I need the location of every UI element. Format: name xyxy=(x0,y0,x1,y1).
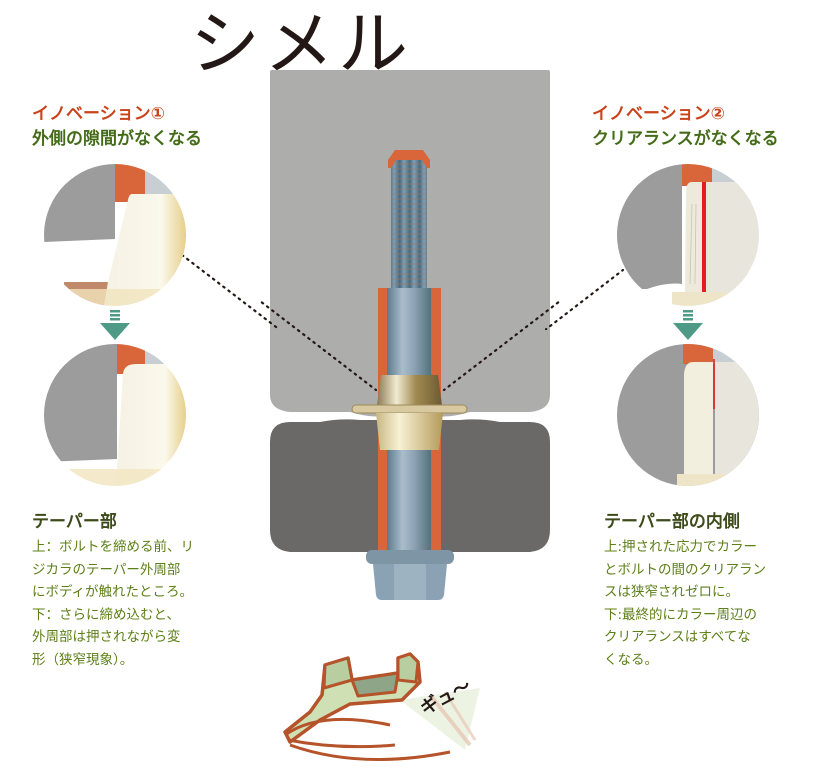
innovation-2-subtitle: クリアランスがなくなる xyxy=(592,129,779,149)
section-right-line: くなる。 xyxy=(604,651,658,668)
section-left-title: テーパー部 xyxy=(32,512,117,532)
callout-line-right-ext xyxy=(545,268,625,330)
callout-line-left xyxy=(260,299,378,392)
section-left-line: 下：さらに締め込むと、 xyxy=(32,606,180,623)
detail-circle-left-after xyxy=(44,344,186,486)
section-right-body: 上:押された応力でカラー とボルトの間のクリアラン スは狭窄されゼロに。 下:最… xyxy=(604,536,766,671)
callout-line-left-ext xyxy=(180,253,280,330)
section-left-line: にボディが触れたところ。 xyxy=(32,584,194,600)
section-right-line: クリアランスはすべてな xyxy=(604,629,751,645)
section-left-line: 形（狭窄現象）。 xyxy=(32,651,134,668)
section-left-line: 上：ボルトを締める前、リ xyxy=(32,539,194,555)
arrow-down-icon xyxy=(673,310,703,340)
innovation-1-label: イノベーション① xyxy=(32,104,166,124)
section-right-line: 上:押された応力でカラー xyxy=(604,539,758,555)
bolt-cross-section-diagram xyxy=(260,70,560,600)
section-left-line: 外周部は押されながら変 xyxy=(32,629,181,645)
section-right-title: テーパー部の内側 xyxy=(604,512,740,532)
detail-circle-left-before xyxy=(44,164,186,306)
detail-circle-right-after xyxy=(617,344,759,486)
innovation-1-subtitle: 外側の隙間がなくなる xyxy=(32,129,202,149)
section-left-line: ジカラのテーパー外周部 xyxy=(32,561,181,578)
arrow-down-icon xyxy=(100,310,130,340)
detail-circle-right-before xyxy=(617,164,759,306)
collar-squeeze-illustration xyxy=(283,652,480,761)
section-right-line: 下:最終的にカラー周辺の xyxy=(604,606,758,623)
innovation-2-label: イノベーション② xyxy=(592,104,726,124)
callout-line-right xyxy=(442,299,560,392)
section-right-line: スは狭窄されゼロに。 xyxy=(604,584,739,600)
section-right-line: とボルトの間のクリアラン xyxy=(604,561,766,578)
section-left-body: 上：ボルトを締める前、リ ジカラのテーパー外周部 にボディが触れたところ。 下：… xyxy=(32,536,194,671)
